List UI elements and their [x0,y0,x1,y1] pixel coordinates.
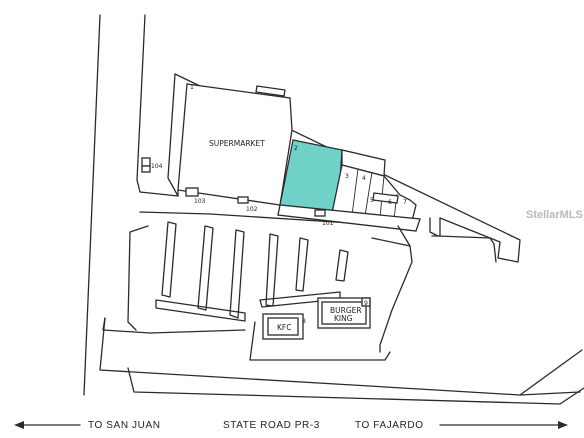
unit-5-label: 5 [370,197,374,204]
kfc-building [262,313,304,340]
east-notch [429,217,497,263]
to-fajardo-label: TO FAJARDO [355,420,424,431]
parking-islands [155,221,349,322]
west-arrow [14,421,81,429]
supermarket-block [177,83,293,206]
east-arrow [439,421,568,429]
unit-7-label: 7 [403,199,407,206]
unit-6-label: 6 [388,199,392,206]
burger-king-label-line1: BURGER [330,306,362,315]
unit-103-label: 103 [194,198,206,205]
to-san-juan-label: TO SAN JUAN [88,420,161,431]
frontage-markers [141,157,326,217]
shop-strip [277,149,421,232]
unit-101-label: 101 [322,220,334,227]
unit-3-label: 3 [345,173,349,180]
unit-104-label: 104 [151,163,163,170]
kfc-label: KFC [277,323,291,332]
unit-2-label: 2 [294,145,298,152]
unit-9-label: 9 [364,300,368,307]
unit-8-label: 8 [302,318,306,325]
state-road-label: STATE ROAD PR-3 [223,420,320,431]
supermarket-label: SUPERMARKET [209,139,265,148]
burger-king-building [317,297,371,329]
unit-4-label: 4 [362,175,366,182]
unit-102-label: 102 [246,206,258,213]
outer-roads [99,225,584,405]
unit-1-label: 1 [190,84,194,91]
burger-king-label-line2: KING [334,314,353,323]
watermark: StellarMLS [526,209,583,221]
